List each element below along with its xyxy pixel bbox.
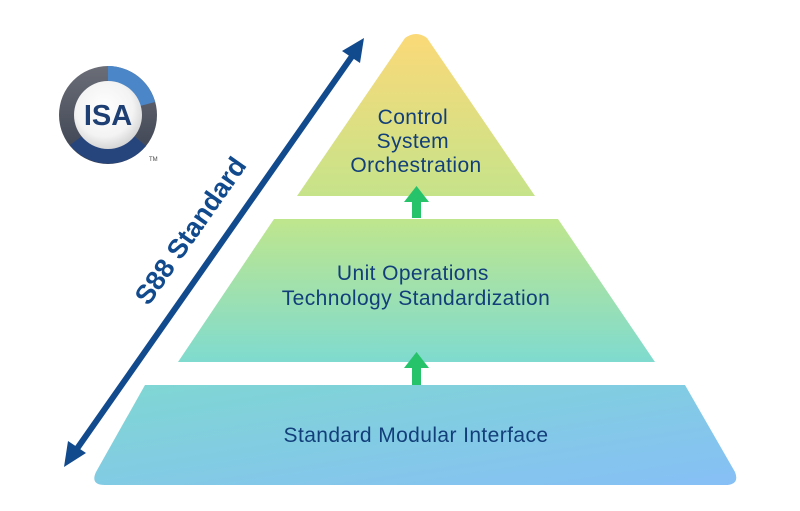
- tier-top-line-3: Orchestration: [350, 154, 481, 177]
- logo-trademark: TM: [149, 157, 158, 163]
- up-arrow-lower: [404, 352, 429, 385]
- tier-bottom-label: Standard Modular Interface: [284, 424, 549, 447]
- logo-inner-disc: [74, 81, 142, 149]
- tier-top-line-2: System: [377, 130, 449, 153]
- pyramid: Control System Orchestration Unit Operat…: [94, 34, 737, 485]
- tier-middle-line-1: Unit Operations: [337, 262, 489, 285]
- axis-arrowhead-bottom: [64, 441, 86, 467]
- tier-middle-label: Unit Operations Technology Standardizati…: [282, 262, 550, 310]
- isa-logo: ISA TM: [59, 66, 158, 164]
- tier-top: [297, 34, 535, 196]
- tier-bottom: [94, 385, 737, 485]
- tier-top-line-1: Control: [378, 106, 449, 129]
- up-arrow-upper: [404, 186, 429, 218]
- logo-blue-arc: [108, 66, 155, 106]
- tier-middle-line-2: Technology Standardization: [282, 287, 550, 310]
- axis-arrowhead-top: [342, 38, 364, 63]
- tier-top-label: Control System Orchestration: [350, 106, 481, 177]
- tier-bottom-line-1: Standard Modular Interface: [284, 424, 549, 447]
- axis-arrow-line: [71, 50, 358, 455]
- logo-wordmark: ISA: [84, 100, 132, 132]
- tier-middle: [178, 219, 655, 362]
